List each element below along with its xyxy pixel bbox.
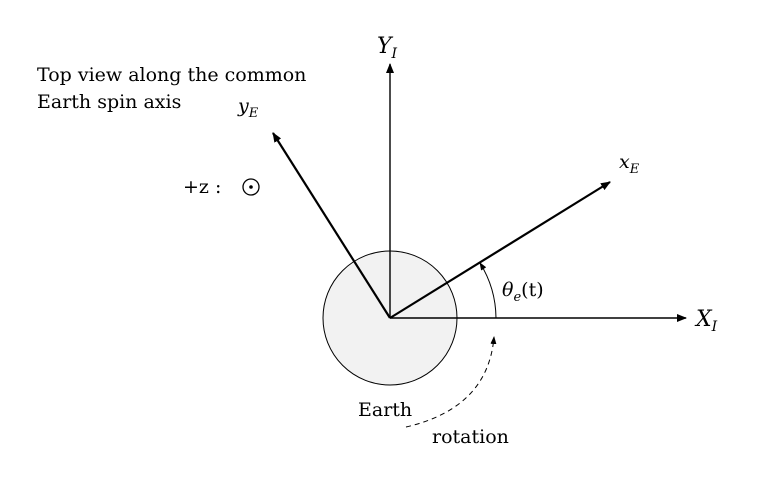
x-E-axis (390, 182, 610, 318)
label-plus-z: +z : (183, 176, 221, 198)
theta-angle-arc (480, 263, 496, 318)
label-X-I: XI (694, 307, 718, 335)
caption-line-2: Earth spin axis (37, 91, 181, 113)
label-earth: Earth (358, 399, 412, 421)
label-Y-I: YI (377, 34, 398, 62)
circle-dot-icon (243, 179, 259, 195)
label-y-E: yE (237, 95, 259, 121)
label-rotation: rotation (432, 426, 509, 448)
label-theta: θe(t) (502, 279, 544, 305)
caption-line-1: Top view along the common (37, 64, 306, 86)
label-x-E: xE (619, 151, 640, 177)
